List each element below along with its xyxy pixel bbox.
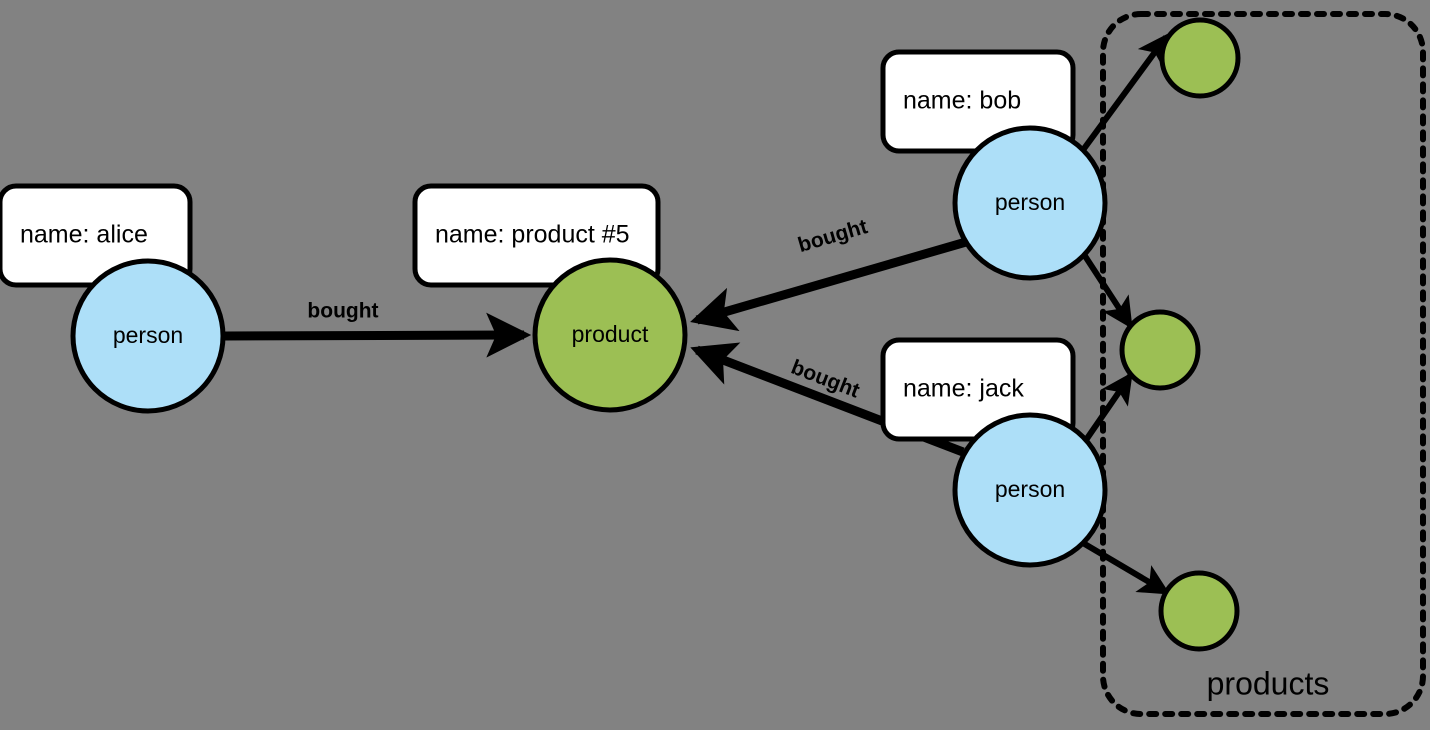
node-circle bbox=[1119, 309, 1201, 391]
node-circle bbox=[952, 412, 1108, 568]
node-person-bob[interactable]: person bbox=[952, 125, 1108, 281]
edge-line bbox=[1080, 33, 1169, 152]
edge-line bbox=[224, 312, 532, 358]
products-group-label: products bbox=[1207, 665, 1330, 701]
edge-line bbox=[690, 237, 968, 332]
node-circle bbox=[1158, 570, 1240, 652]
edge-bob-bought-product: bought bbox=[690, 215, 968, 332]
node-circle bbox=[952, 125, 1108, 281]
node-circle bbox=[1159, 17, 1241, 99]
node-label: product bbox=[572, 321, 649, 347]
node-circle bbox=[70, 258, 226, 414]
node-label: person bbox=[113, 322, 183, 348]
node-person-jack[interactable]: person bbox=[952, 412, 1108, 568]
edge-jack-product-mid bbox=[1083, 372, 1133, 442]
edge-bob-product-top bbox=[1080, 33, 1169, 152]
edge-jack-product-bottom bbox=[1081, 540, 1171, 595]
node-circle bbox=[532, 257, 688, 413]
property-box-text: name: product #5 bbox=[435, 221, 630, 249]
edge-line bbox=[1081, 540, 1171, 595]
property-box-text: name: bob bbox=[903, 87, 1021, 115]
node-product-bottom[interactable] bbox=[1158, 570, 1240, 652]
edge-line bbox=[1082, 254, 1133, 330]
node-product-top[interactable] bbox=[1159, 17, 1241, 99]
edge-bob-product-mid bbox=[1082, 254, 1133, 330]
edge-label-bought: bought bbox=[307, 300, 378, 323]
node-product-main[interactable]: product bbox=[532, 257, 688, 413]
products-group-box bbox=[1100, 11, 1426, 717]
node-label: person bbox=[995, 189, 1065, 215]
edge-alice-bought-product: bought bbox=[224, 300, 532, 358]
property-box-text: name: alice bbox=[20, 221, 148, 249]
edge-line bbox=[1083, 372, 1133, 442]
node-person-alice[interactable]: person bbox=[70, 258, 226, 414]
node-product-mid[interactable] bbox=[1119, 309, 1201, 391]
edge-label-bought: bought bbox=[795, 215, 870, 257]
node-label: person bbox=[995, 476, 1065, 502]
property-box-text: name: jack bbox=[903, 375, 1024, 403]
